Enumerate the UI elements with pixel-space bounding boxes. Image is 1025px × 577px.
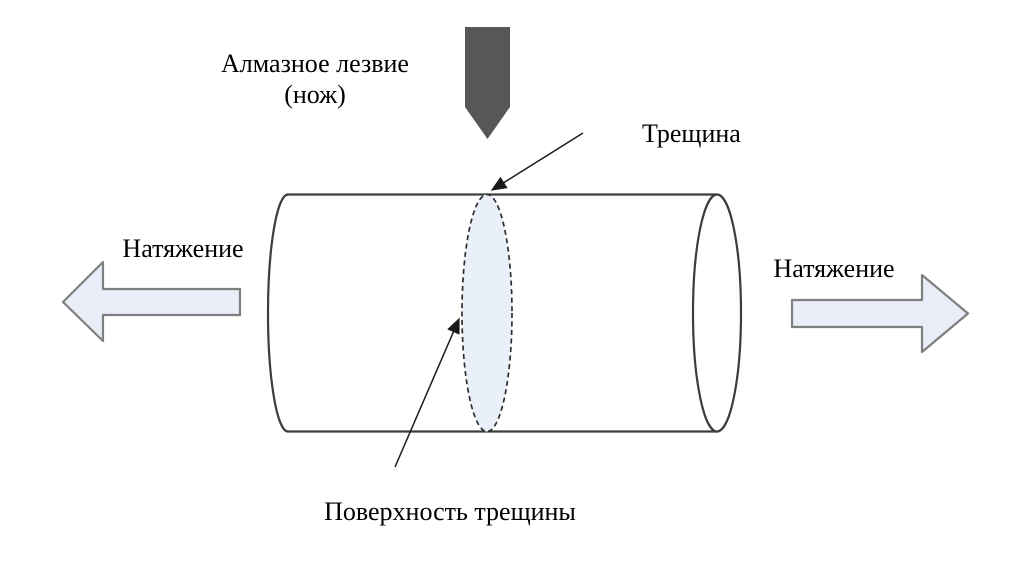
blade-label: Алмазное лезвие (нож)	[221, 48, 409, 110]
crack-surface-pointer-line	[394, 317, 460, 468]
blade-label-line2: (нож)	[284, 80, 346, 109]
tension-left-label: Натяжение	[122, 234, 244, 263]
crack-surface-label: Поверхность трещины	[324, 497, 576, 526]
tension-arrow-left	[61, 260, 242, 343]
crack-pointer-line	[490, 132, 584, 191]
crack-label: Трещина	[642, 119, 741, 148]
diamond-blade-icon	[465, 27, 510, 139]
blade-label-line1: Алмазное лезвие	[221, 49, 409, 78]
tension-arrow-right	[790, 273, 970, 354]
cylinder-left-cap	[266, 193, 289, 433]
tension-right-label: Натяжение	[773, 254, 895, 283]
cylinder-right-cap	[691, 193, 743, 433]
crack-surface-ellipse	[461, 193, 513, 433]
